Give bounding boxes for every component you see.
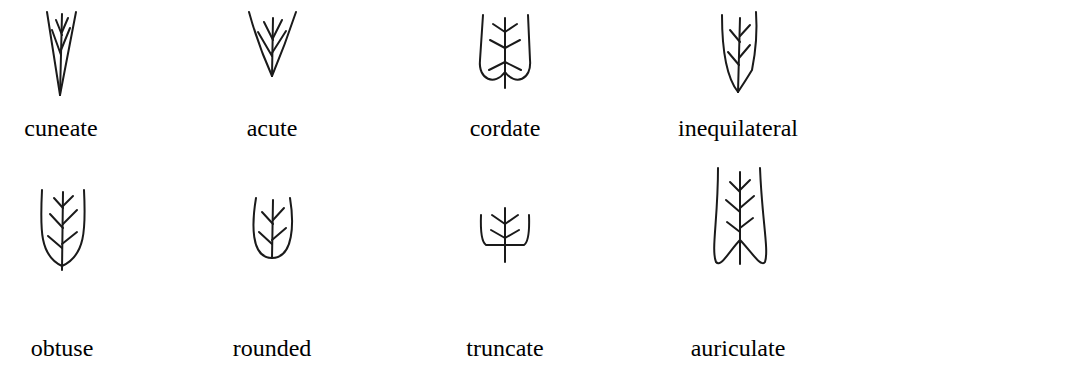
term-label: auriculate xyxy=(691,334,786,362)
cuneate-sketch xyxy=(47,12,76,95)
term-label: obtuse xyxy=(31,334,94,362)
term-label: truncate xyxy=(466,334,543,362)
term-label: cordate xyxy=(470,114,541,142)
acute-sketch xyxy=(249,12,296,76)
rounded-sketch xyxy=(253,198,292,258)
auriculate-sketch xyxy=(714,168,766,264)
obtuse-sketch xyxy=(41,190,85,270)
cordate-sketch xyxy=(480,15,530,88)
term-label: cuneate xyxy=(24,114,97,142)
truncate-sketch xyxy=(481,208,529,262)
term-label: inequilateral xyxy=(678,114,798,142)
term-label: acute xyxy=(247,114,298,142)
term-label: rounded xyxy=(233,334,312,362)
inequilateral-sketch xyxy=(722,12,757,92)
